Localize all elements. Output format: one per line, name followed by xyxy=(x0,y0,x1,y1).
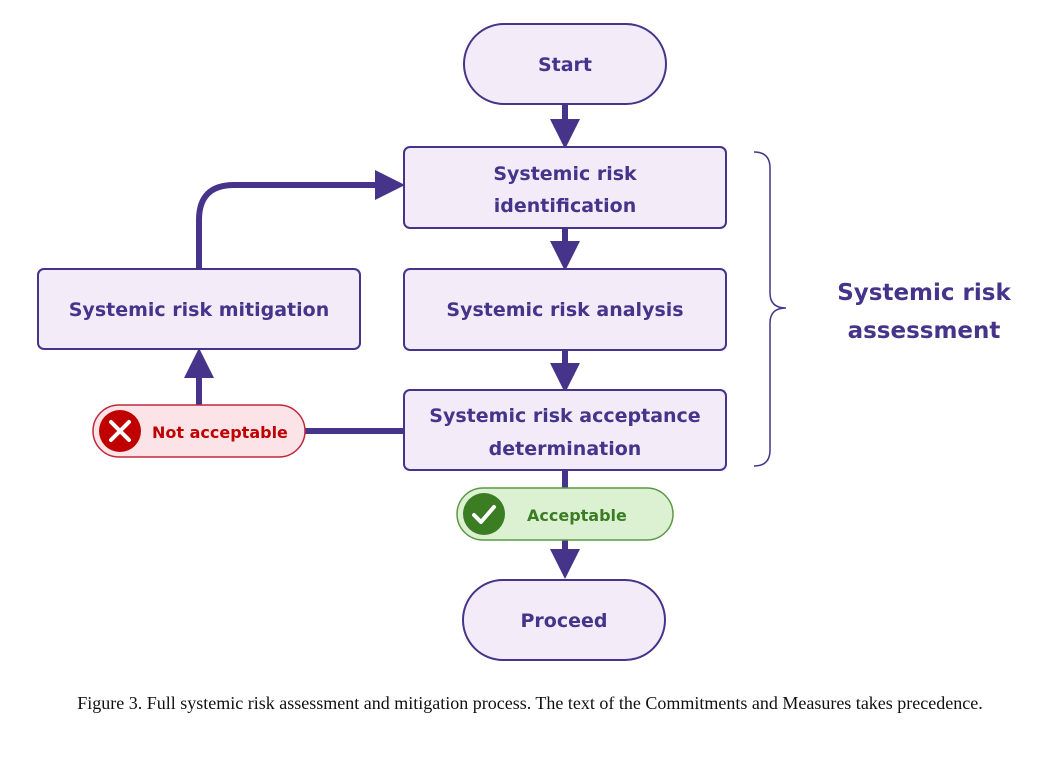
bracket-label-line-2: assessment xyxy=(848,318,1001,344)
badge-not-acceptable: Not acceptable xyxy=(92,404,306,458)
arrow-mitigation-to-identification xyxy=(196,170,405,268)
x-circle-icon xyxy=(99,410,141,452)
node-mitigation-label: Systemic risk mitigation xyxy=(69,299,329,321)
node-risk-acceptance-determination: Systemic risk acceptance determination xyxy=(403,389,727,471)
node-start: Start xyxy=(463,23,667,105)
node-identification-line-1: Systemic risk xyxy=(493,163,637,185)
node-risk-analysis: Systemic risk analysis xyxy=(403,268,727,351)
check-circle-icon xyxy=(463,493,505,535)
node-acceptance-line-1: Systemic risk acceptance xyxy=(429,405,700,427)
node-start-label: Start xyxy=(538,54,592,76)
badge-not-acceptable-label: Not acceptable xyxy=(152,423,288,442)
figure-caption: Figure 3. Full systemic risk assessment … xyxy=(77,693,983,713)
node-risk-mitigation: Systemic risk mitigation xyxy=(37,268,361,350)
node-proceed: Proceed xyxy=(462,579,666,661)
node-analysis-label: Systemic risk analysis xyxy=(446,299,683,321)
badge-acceptable: Acceptable xyxy=(456,487,674,541)
node-identification-line-2: identification xyxy=(494,195,636,217)
assessment-bracket xyxy=(753,151,787,467)
node-acceptance-line-2: determination xyxy=(489,438,642,460)
node-proceed-label: Proceed xyxy=(521,610,608,632)
bracket-label-line-1: Systemic risk xyxy=(837,280,1011,306)
badge-acceptable-label: Acceptable xyxy=(527,506,627,525)
node-risk-identification: Systemic risk identification xyxy=(403,146,727,229)
